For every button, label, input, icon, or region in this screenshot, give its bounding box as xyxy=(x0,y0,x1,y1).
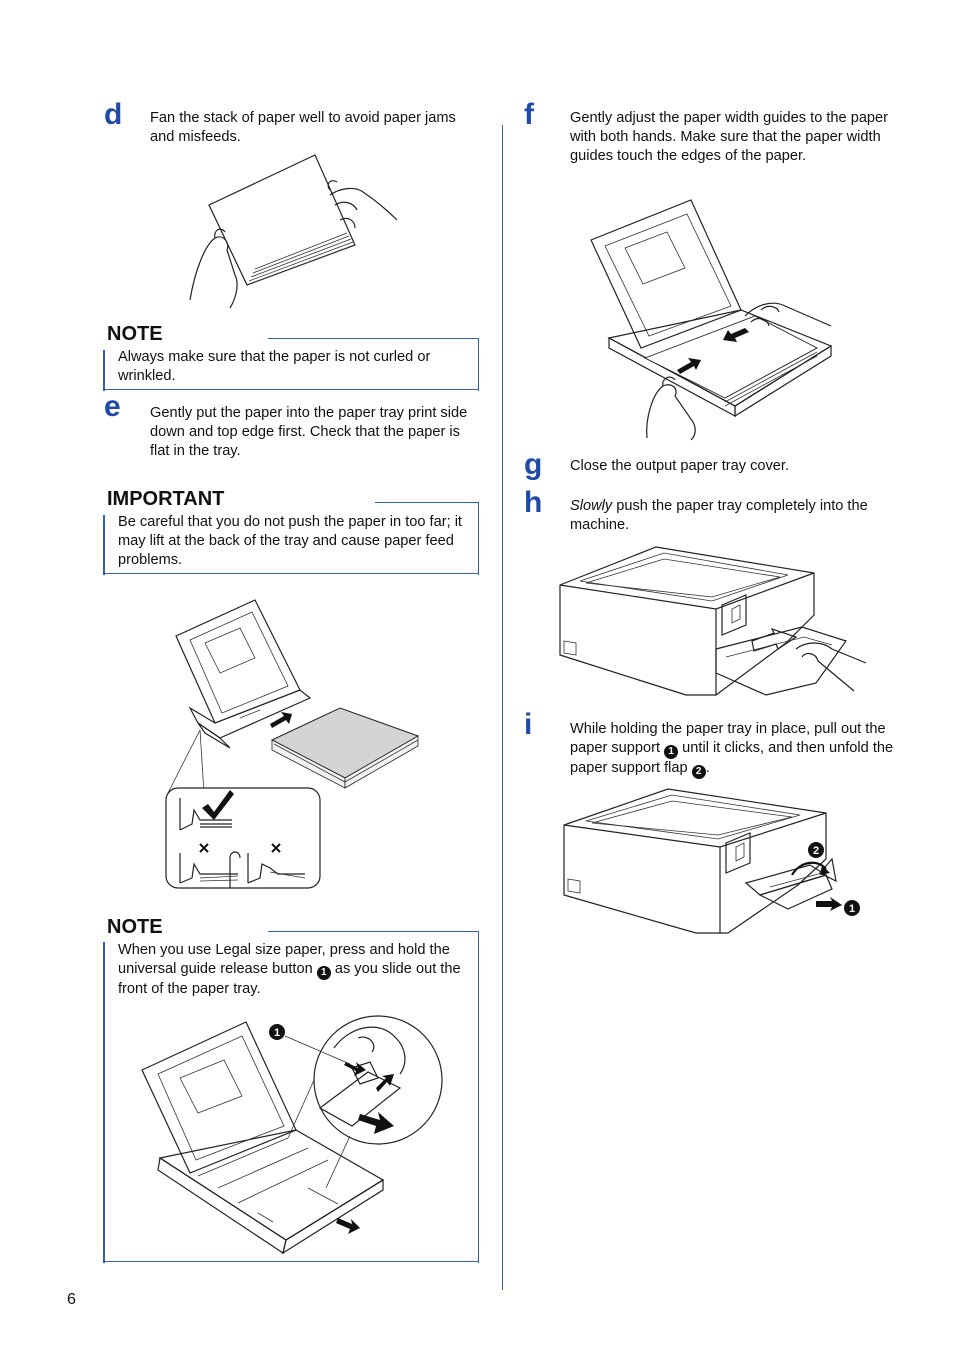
important-text: Be careful that you do not push the pape… xyxy=(118,514,462,568)
note2-bottom-border xyxy=(103,1261,479,1262)
tray-loading-illustration xyxy=(165,599,420,889)
step-letter-e: e xyxy=(104,390,121,423)
page-number: 6 xyxy=(67,1291,76,1308)
paper-support-illustration: 2 1 xyxy=(563,788,860,934)
callout-2-icon: 2 xyxy=(691,765,706,779)
step-letter-h: h xyxy=(524,486,543,519)
step-i-text-c: . xyxy=(705,760,710,776)
step-letter-g: g xyxy=(524,448,543,481)
important-top-rule xyxy=(375,502,479,503)
important-left-border xyxy=(103,515,105,575)
important-right-border xyxy=(478,502,479,575)
callout-1-icon: 1 xyxy=(664,745,679,759)
step-i-text: While holding the paper tray in place, p… xyxy=(570,720,900,779)
note2-left-border xyxy=(103,942,105,1263)
note1-bottom-border xyxy=(103,389,479,390)
step-h-emphasis: Slowly xyxy=(570,498,613,514)
callout-1-icon: 1 xyxy=(316,966,331,980)
note2-top-rule xyxy=(268,931,479,932)
note2-right-border xyxy=(478,931,479,1263)
step-h-text: Slowly push the paper tray completely in… xyxy=(570,497,900,535)
step-i-text-b: until it clicks, and then unfold the pap… xyxy=(570,740,894,776)
step-letter-i: i xyxy=(524,708,533,741)
step-e-text: Gently put the paper into the paper tray… xyxy=(150,405,468,459)
note1-title: NOTE xyxy=(107,323,163,345)
important-bottom-border xyxy=(103,573,479,574)
callout-2-label: 2 xyxy=(813,845,819,857)
note2-text-b: as you slide out the front of the paper … xyxy=(118,961,461,997)
important-title: IMPORTANT xyxy=(107,488,225,510)
step-letter-f: f xyxy=(524,98,534,131)
fanning-paper-illustration xyxy=(189,154,398,309)
note1-right-border xyxy=(478,338,479,391)
step-i-text-a: While holding the paper tray in place, p… xyxy=(570,721,886,756)
legal-tray-illustration: 1 xyxy=(141,1015,443,1255)
note2-title: NOTE xyxy=(107,916,163,938)
note1-top-rule xyxy=(268,338,479,339)
callout-1-label: 1 xyxy=(849,903,855,915)
width-guides-illustration xyxy=(590,199,833,441)
push-tray-illustration xyxy=(559,546,867,696)
column-divider xyxy=(502,125,503,1290)
note2-text-a: When you use Legal size paper, press and… xyxy=(118,942,450,977)
step-d-text: Fan the stack of paper well to avoid pap… xyxy=(150,110,456,145)
step-f-text: Gently adjust the paper width guides to … xyxy=(570,110,889,164)
callout-1-label: 1 xyxy=(274,1027,280,1039)
note1-left-border xyxy=(103,350,105,391)
step-g-text: Close the output paper tray cover. xyxy=(570,458,790,474)
step-letter-d: d xyxy=(104,98,123,131)
step-h-body: push the paper tray completely into the … xyxy=(570,498,868,533)
note1-text: Always make sure that the paper is not c… xyxy=(118,349,431,384)
note2-text: When you use Legal size paper, press and… xyxy=(118,941,470,999)
